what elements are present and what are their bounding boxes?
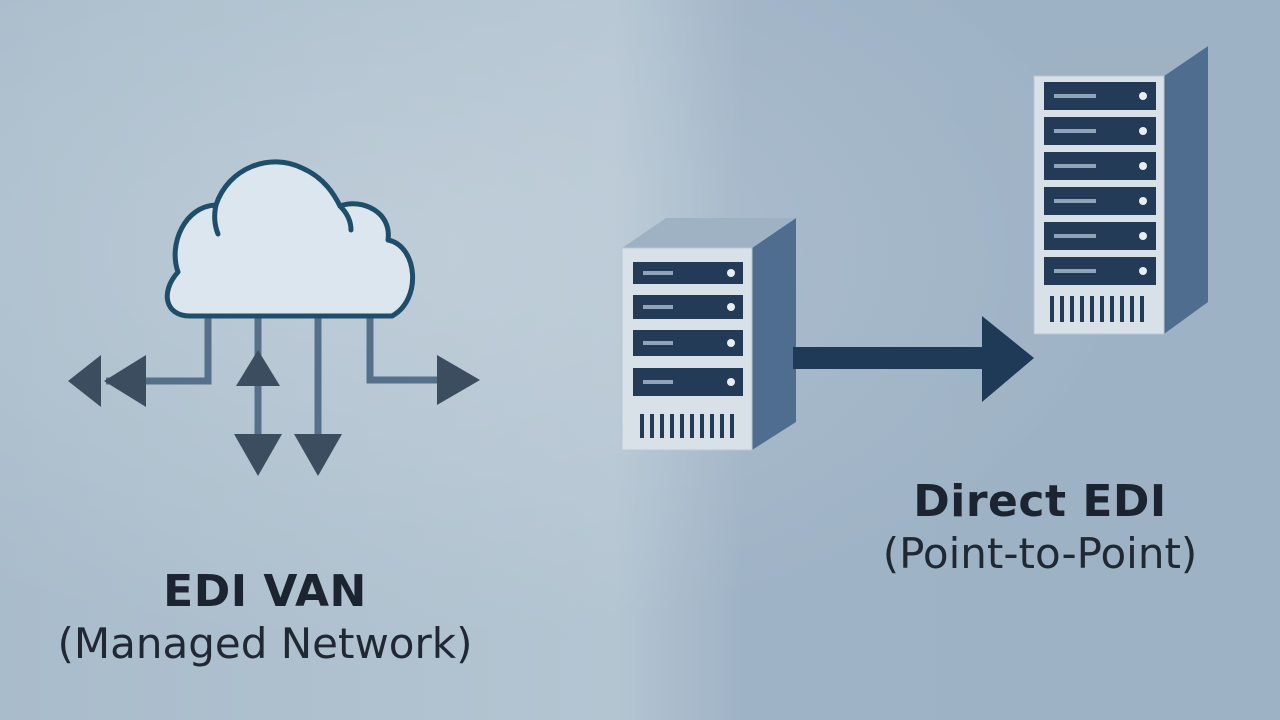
direct-edi-caption: Direct EDI (Point-to-Point): [840, 476, 1240, 580]
arrow-down-left-icon: [234, 434, 282, 476]
direct-edi-subtitle: (Point-to-Point): [882, 529, 1198, 578]
server-small-vent: [640, 414, 734, 438]
server-small-icon: [621, 218, 796, 451]
van-connector-lines: [106, 316, 452, 450]
server-small-side: [752, 218, 796, 450]
arrow-left-inner-icon: [104, 355, 146, 407]
cloud-icon: [164, 159, 416, 319]
server-large-side: [1164, 46, 1208, 334]
edi-van-title: EDI VAN: [163, 566, 367, 617]
line-right: [366, 316, 452, 384]
cloud-inner-curve-2: [337, 203, 354, 233]
arrow-down-right-icon: [294, 434, 342, 476]
edi-van-graphic: [68, 159, 480, 476]
server-large-vent: [1050, 296, 1144, 322]
arrow-left-outer-icon: [68, 355, 101, 407]
server-small-bay: [633, 262, 743, 284]
server-large-top: [1034, 46, 1208, 76]
arrow-up-icon: [236, 350, 280, 386]
edi-van-caption: EDI VAN (Managed Network): [20, 566, 510, 670]
cloud-inner-curve-1: [212, 202, 221, 237]
edi-van-subtitle: (Managed Network): [57, 619, 473, 668]
point-to-point-arrow-icon: [793, 316, 1034, 402]
server-small-top: [622, 218, 796, 248]
direct-edi-title: Direct EDI: [913, 476, 1167, 527]
arrow-right-icon: [437, 355, 480, 405]
direct-edi-graphic: [621, 46, 1208, 451]
van-arrowheads: [68, 350, 480, 476]
server-large-icon: [1033, 46, 1208, 335]
